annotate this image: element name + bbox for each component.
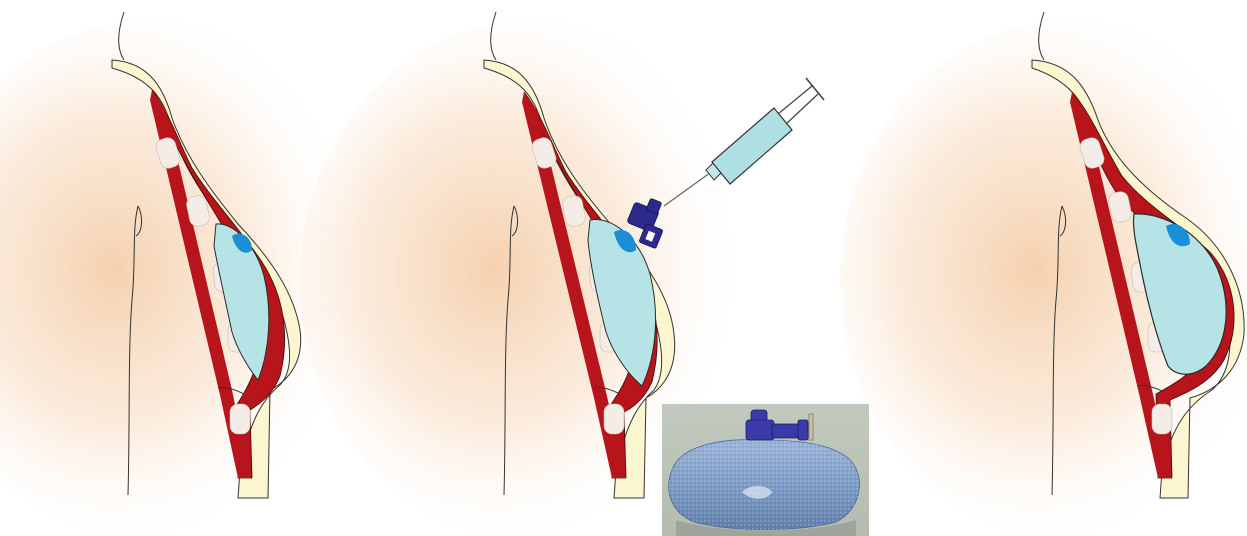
rib xyxy=(230,404,250,434)
photo-port-body xyxy=(746,420,774,440)
syringe-plunger-rod xyxy=(786,94,818,124)
rib xyxy=(1152,404,1172,434)
photo-port-pin xyxy=(809,414,813,440)
photo-port-clamp xyxy=(772,424,802,438)
tissue-expander-photo xyxy=(662,404,869,536)
photo-port-clamp-tip xyxy=(798,420,808,440)
syringe-plunger-rod xyxy=(778,86,812,114)
rib xyxy=(604,404,624,434)
panel-expander-expanded xyxy=(840,12,1247,536)
photo-expander-texture xyxy=(669,440,860,530)
